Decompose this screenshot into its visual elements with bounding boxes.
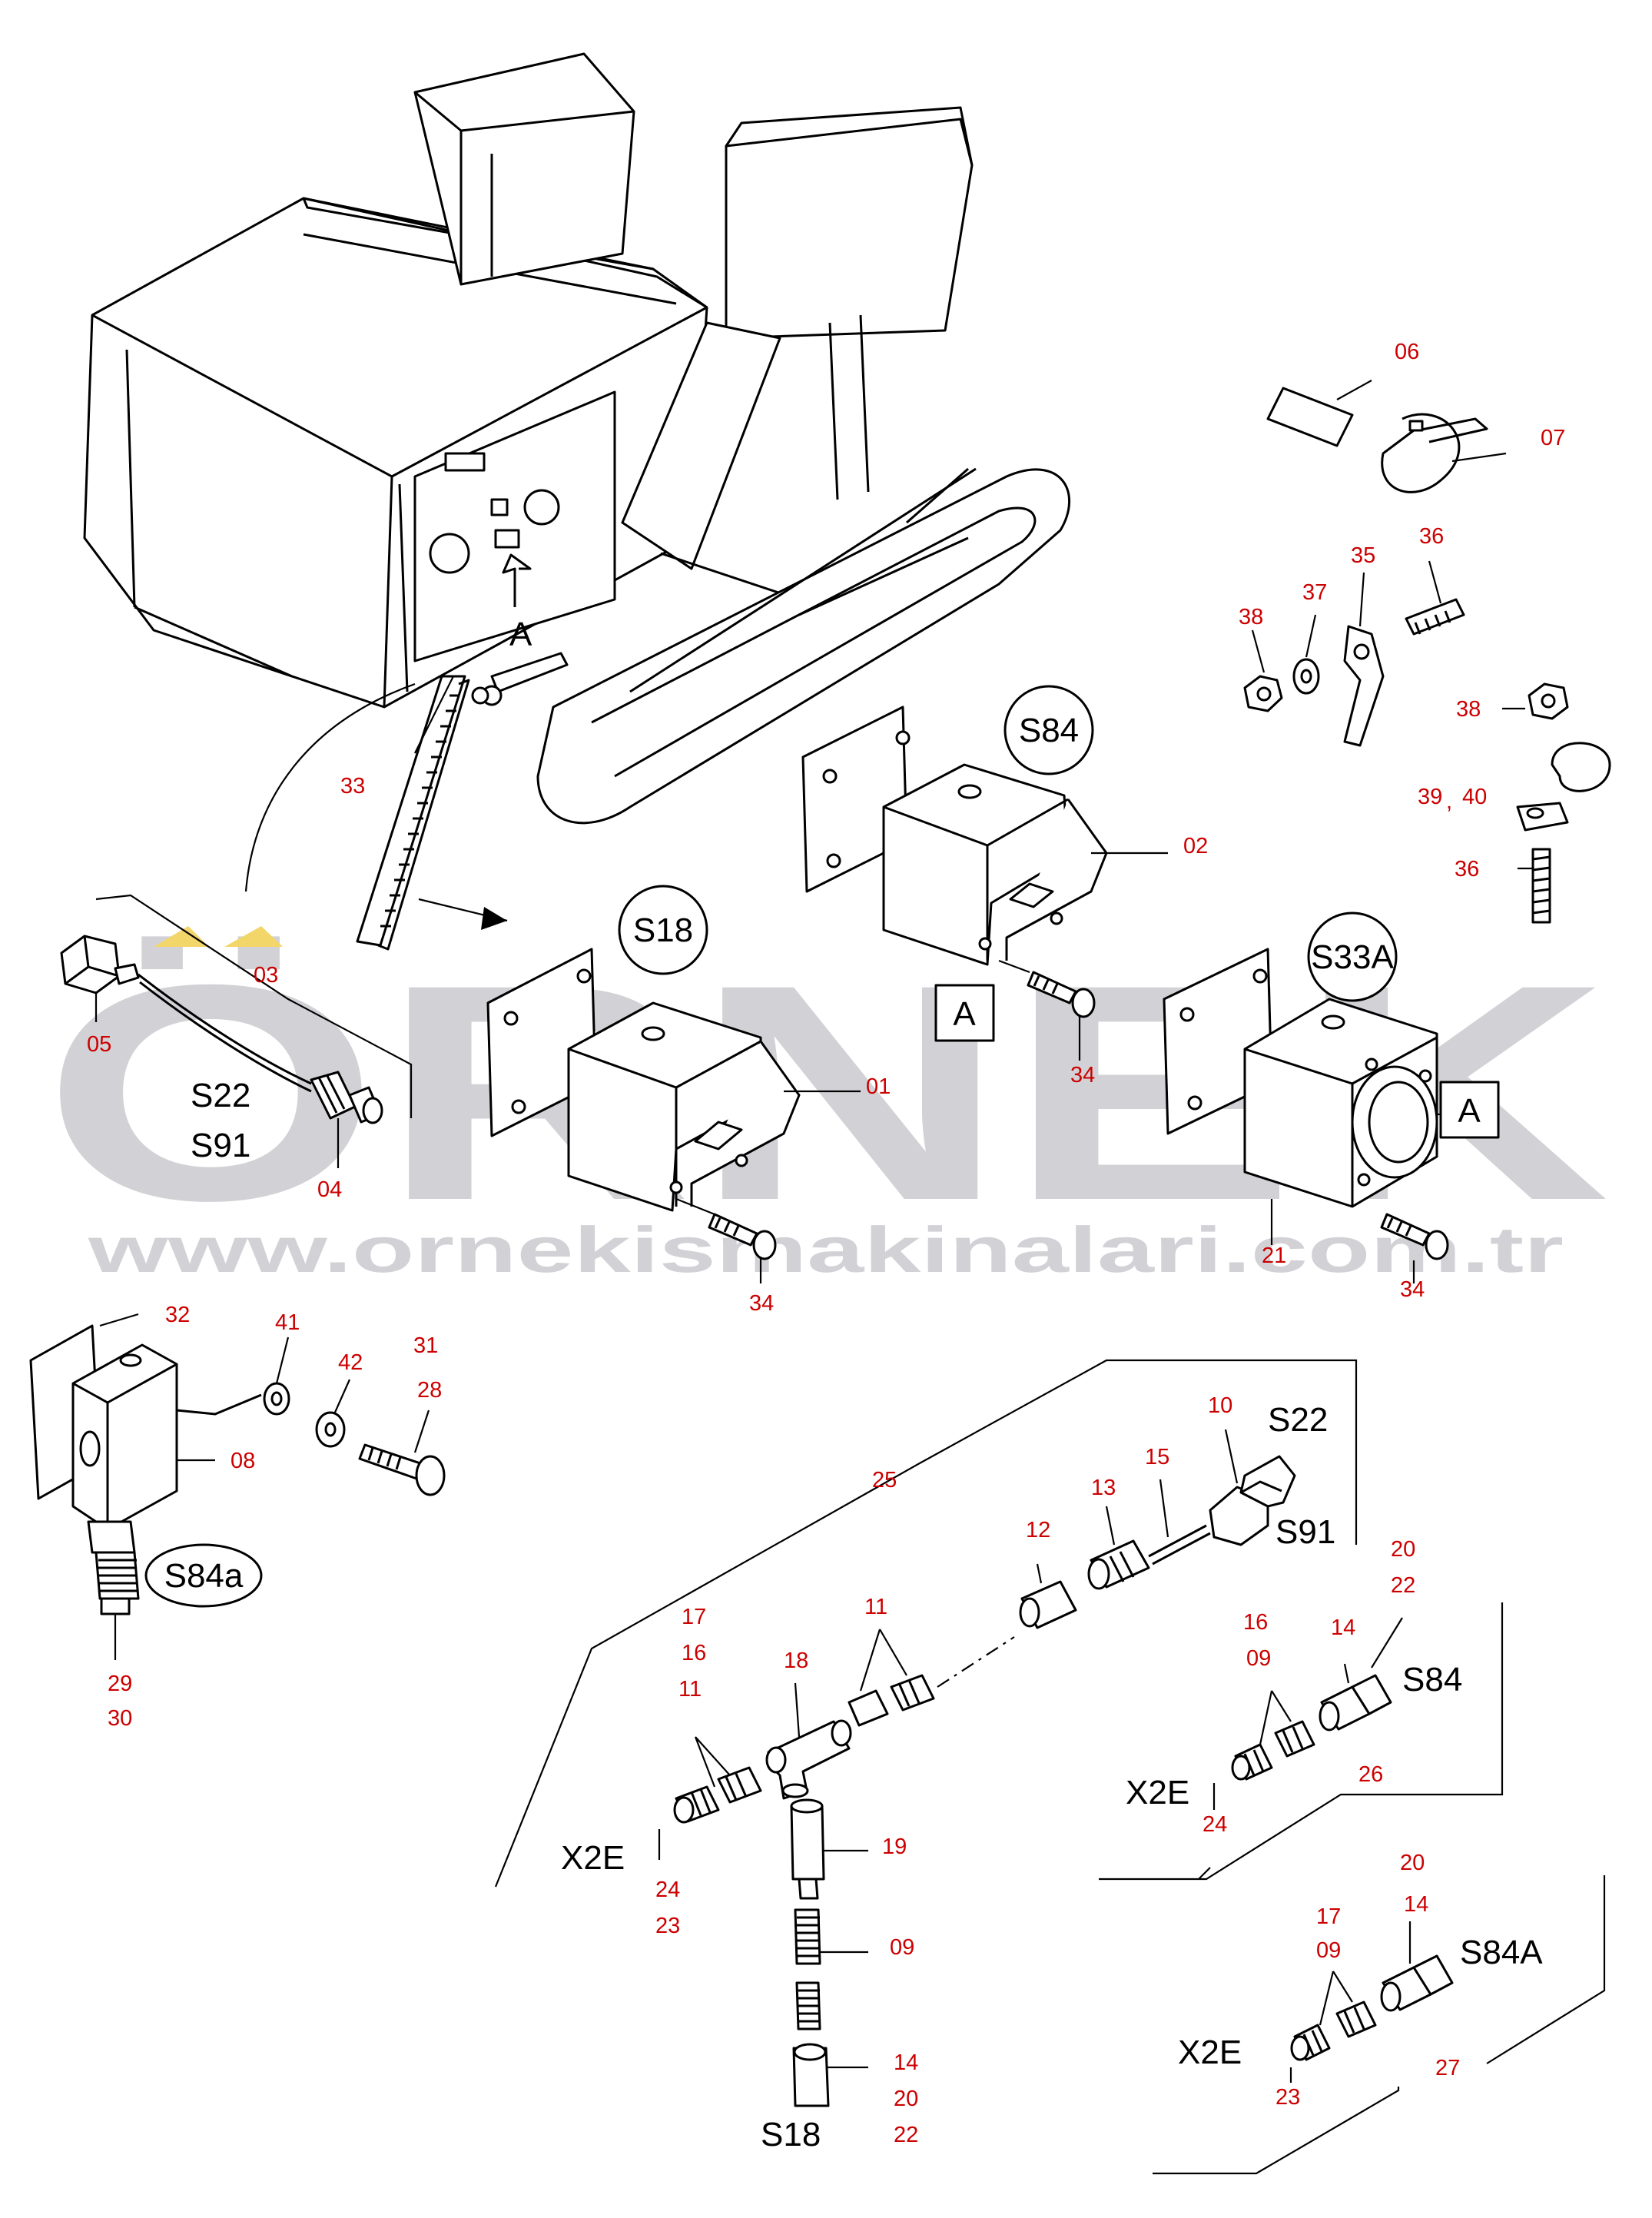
s84-label: S84 <box>1019 712 1079 749</box>
s33a-sensor-bracket <box>1163 948 1449 1283</box>
callout-14: 14 <box>1331 1615 1355 1640</box>
callout-41: 41 <box>275 1310 300 1335</box>
view-a-box-label: A <box>1458 1092 1481 1130</box>
callout-38: 38 <box>1456 697 1481 722</box>
callout-37: 37 <box>1302 580 1327 605</box>
callout-36: 36 <box>1419 524 1444 549</box>
callout-30: 30 <box>108 1706 132 1731</box>
callout-24: 24 <box>1203 1812 1227 1837</box>
callout-13: 13 <box>1091 1476 1116 1500</box>
bracket-hardware-group <box>1243 560 1611 924</box>
callout-23: 23 <box>655 1914 680 1938</box>
s84A-connector-label: S84A <box>1460 1934 1543 1971</box>
callout-08: 08 <box>231 1449 255 1473</box>
callout-02: 02 <box>1183 834 1208 858</box>
s91-left-label: S91 <box>191 1127 250 1164</box>
callout-34: 34 <box>749 1291 774 1316</box>
callout-24: 24 <box>655 1878 680 1902</box>
s33a-label-circle <box>1307 911 1398 1002</box>
view-a-box <box>1439 1081 1500 1139</box>
callout-25: 25 <box>872 1468 897 1493</box>
callout-39-40-separator: , <box>1446 789 1452 814</box>
s84-sensor-bracket <box>801 706 1168 1061</box>
callout-12: 12 <box>1026 1518 1050 1542</box>
callout-17: 17 <box>1316 1904 1341 1929</box>
callout-16: 16 <box>682 1641 706 1665</box>
callout-29: 29 <box>108 1672 132 1696</box>
hose-clamp-group <box>1266 380 1507 493</box>
harness-kit-26 <box>1099 1602 1504 1881</box>
s18-sensor-bracket <box>486 948 861 1283</box>
callout-22: 22 <box>1391 1573 1415 1598</box>
callout-23: 23 <box>1275 2085 1300 2110</box>
s22-right-label: S22 <box>1268 1401 1328 1439</box>
s18-label-circle <box>618 885 708 975</box>
callout-34: 34 <box>1400 1277 1425 1302</box>
harness-kit-25 <box>494 1359 1358 2107</box>
x2e-main-label: X2E <box>561 1839 625 1877</box>
callout-14: 14 <box>894 2050 918 2075</box>
callout-04: 04 <box>317 1177 342 1202</box>
callout-07: 07 <box>1541 426 1565 450</box>
callout-19: 19 <box>882 1834 907 1859</box>
callout-11: 11 <box>678 1677 702 1702</box>
callout-35: 35 <box>1351 543 1375 568</box>
s84a-sensor-group <box>29 1313 446 1660</box>
callout-28: 28 <box>417 1378 442 1403</box>
callout-09: 09 <box>890 1935 914 1960</box>
callout-22: 22 <box>894 2123 918 2147</box>
x2e-s84-label: X2E <box>1126 1774 1189 1811</box>
callout-06: 06 <box>1395 340 1419 364</box>
callout-40: 40 <box>1462 785 1487 809</box>
s84-connector-label: S84 <box>1402 1661 1462 1698</box>
callout-38: 38 <box>1239 605 1263 629</box>
callout-09: 09 <box>1246 1646 1271 1671</box>
s22-left-label: S22 <box>191 1077 250 1114</box>
callout-10: 10 <box>1208 1393 1232 1418</box>
harness-kit-27 <box>1153 1875 1606 2175</box>
callout-26: 26 <box>1358 1762 1383 1787</box>
callout-20: 20 <box>1400 1851 1425 1875</box>
callout-27: 27 <box>1435 2056 1460 2080</box>
view-a-label: A <box>509 616 532 653</box>
callout-21: 21 <box>1262 1243 1286 1268</box>
callout-18: 18 <box>784 1649 808 1673</box>
callout-39: 39 <box>1418 785 1442 809</box>
callout-31: 31 <box>413 1333 438 1358</box>
watermark-dot <box>154 926 209 947</box>
s22-s91-cable-group <box>60 894 413 1168</box>
callout-34: 34 <box>1070 1063 1095 1087</box>
callout-14: 14 <box>1404 1892 1428 1917</box>
callout-05: 05 <box>87 1032 111 1057</box>
watermark-url: www.ornekismakinalari.com.tr <box>87 1214 1564 1286</box>
s91-right-label: S91 <box>1275 1513 1335 1551</box>
s18-label: S18 <box>633 911 693 949</box>
callout-11: 11 <box>864 1595 887 1619</box>
callout-20: 20 <box>894 2087 918 2111</box>
callout-36: 36 <box>1455 857 1479 882</box>
view-a-box <box>934 984 995 1042</box>
callout-16: 16 <box>1243 1610 1268 1635</box>
callout-03: 03 <box>254 963 278 988</box>
view-a-box-label: A <box>953 995 976 1033</box>
callout-09: 09 <box>1316 1938 1341 1963</box>
s84-label-circle <box>1003 685 1094 775</box>
callout-15: 15 <box>1145 1445 1169 1469</box>
callout-32: 32 <box>165 1303 190 1327</box>
watermark-dot <box>224 926 283 947</box>
s18-connector-label: S18 <box>761 2116 821 2153</box>
s33a-label: S33A <box>1311 938 1394 976</box>
callout-42: 42 <box>338 1350 363 1375</box>
drilling-machine-drawing: A <box>83 52 1070 951</box>
callout-33: 33 <box>340 774 365 799</box>
x2e-s84A-label: X2E <box>1178 2034 1242 2071</box>
callout-01: 01 <box>866 1074 891 1099</box>
s84a-label-oval <box>144 1543 263 1608</box>
s84a-label: S84a <box>164 1557 244 1595</box>
callout-20: 20 <box>1391 1537 1415 1562</box>
callout-17: 17 <box>682 1605 706 1629</box>
